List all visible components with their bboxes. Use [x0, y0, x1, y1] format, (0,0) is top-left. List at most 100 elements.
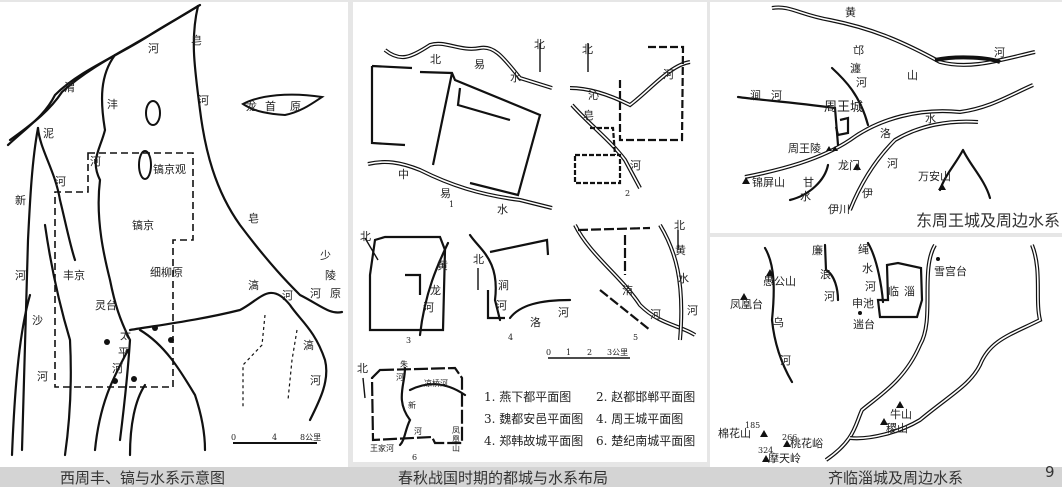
map-label: 涧	[750, 89, 761, 102]
north-arrow-label: 北	[473, 253, 484, 266]
legend-item: 4. 郑韩故城平面图	[484, 433, 583, 448]
map4-labels: 廉 浪 河 绳 水 河 雪宫台 愚公山 临 淄 凤凰台 申池 遄台 乌 河 牛山…	[718, 242, 967, 465]
legend-item: 4. 周王城平面图	[596, 412, 683, 426]
map-label: 易	[440, 187, 451, 200]
map3-drawing	[736, 5, 1036, 211]
scale-label: 0	[231, 433, 236, 442]
scale-label: 0	[546, 348, 551, 357]
map-label: 北	[430, 53, 441, 66]
legend-item: 1. 燕下都平面图	[484, 390, 571, 404]
map-label: 水	[862, 262, 873, 275]
map-label: 瀍	[850, 61, 861, 75]
map-label: 水	[510, 71, 521, 84]
map-label: 涧	[498, 279, 509, 292]
map-label: 河	[90, 155, 101, 168]
map-label: 易	[474, 58, 485, 71]
north-arrow-label: 北	[674, 219, 685, 232]
map-label: 锦屏山	[752, 175, 785, 189]
map-label: 河	[148, 42, 159, 55]
map-label: 河	[994, 46, 1005, 59]
city-label: 淄	[904, 285, 915, 298]
map-label: 凤凰台	[730, 297, 763, 311]
map1-labels: 皂 河 渭 沣 河 龙 首 原 泥 河 镐京观 河 新 镐京 皂 少 陵 细柳原…	[15, 33, 341, 442]
map-label: 牛山	[890, 407, 912, 421]
map-label: 皂	[248, 211, 259, 225]
map-label: 黄	[675, 243, 686, 257]
map-label: 摩天岭	[768, 451, 801, 465]
scale-label: 8公里	[300, 433, 321, 442]
legend-item: 6. 楚纪南城平面图	[596, 433, 695, 448]
map-label: 河	[15, 269, 26, 282]
map-label: 河	[558, 306, 569, 319]
map-label: 河	[396, 372, 404, 382]
map-label: 原	[290, 100, 301, 113]
map-label: 新	[408, 400, 416, 410]
map-label: 万安山	[918, 169, 951, 183]
map-label: 河	[887, 157, 898, 170]
map-label: 雪宫台	[934, 264, 967, 278]
scale-label: 1	[566, 348, 571, 357]
map-label: 皂	[583, 108, 594, 122]
map-label: 河	[663, 68, 674, 81]
map-label: 凉桥河	[424, 378, 448, 388]
north-arrow-label: 北	[360, 230, 371, 243]
map-label: 桃花峪	[790, 436, 823, 450]
map-label: 滈	[303, 338, 314, 352]
map-number: 3	[406, 336, 411, 345]
map-label: 河	[310, 374, 321, 387]
city-label: 周王城	[824, 100, 863, 115]
city-label: 临	[888, 284, 899, 298]
map-label: 黄	[437, 258, 448, 272]
map-label: 龙	[430, 284, 441, 297]
map-label: 丰京	[63, 268, 85, 282]
map-label: 洛	[530, 315, 541, 329]
map-label: 河	[771, 89, 782, 102]
caption-map1: 西周丰、镐与水系示意图	[60, 469, 225, 487]
map-label: 太	[120, 329, 131, 342]
map3-panel	[710, 2, 1062, 233]
north-arrow-label: 北	[357, 362, 368, 375]
map-label: 稷山	[886, 422, 908, 435]
caption-map3: 东周王城及周边水系	[916, 211, 1060, 230]
map-label: 河	[630, 159, 641, 172]
map-label: 河	[687, 304, 698, 317]
map-label: 凰	[452, 435, 460, 444]
map-label: 邙	[853, 43, 864, 57]
map-label: 渭	[64, 81, 75, 94]
legend-item: 2. 赵都邯郸平面图	[596, 389, 695, 404]
map-label: 原	[330, 287, 341, 300]
map-label: 河	[780, 354, 791, 367]
map-label: 棉花山	[718, 426, 751, 440]
map-number: 1	[449, 200, 454, 209]
map-label: 河	[423, 301, 434, 314]
map-label: 河	[856, 76, 867, 89]
map-label: 伊川	[828, 203, 850, 216]
map-label: 镐京观	[153, 162, 186, 176]
map-label: 水	[925, 112, 936, 125]
map-number: 5	[633, 333, 638, 342]
map-label: 河	[824, 290, 835, 303]
scale-label: 3公里	[607, 348, 628, 357]
map-label: 河	[865, 280, 876, 293]
map-label: 陵	[325, 269, 336, 282]
map-label: 首	[265, 99, 276, 113]
map4-drawing	[740, 241, 1043, 462]
map-number: 2	[625, 189, 630, 198]
map-label: 镐京	[132, 218, 154, 232]
map-label: 新	[15, 193, 26, 207]
map-label: 山	[907, 69, 918, 82]
legend-item: 3. 魏都安邑平面图	[484, 411, 583, 426]
map-label: 周王陵	[788, 142, 821, 155]
map2-labels: 北 易 水 中 易 水 1 北 北 沁 皂 河 河 2 北 黄 龙 河 3 北 …	[357, 38, 698, 462]
map-label: 平	[118, 346, 129, 359]
map-label: 乌	[773, 315, 784, 329]
map-label: 泥	[43, 127, 54, 140]
caption-map4: 齐临淄城及周边水系	[828, 469, 963, 487]
caption-map2: 春秋战国时期的都城与水系布局	[398, 469, 608, 487]
map-number: 4	[508, 333, 513, 342]
map-label: 黄	[845, 5, 856, 19]
north-arrow-label: 北	[582, 43, 593, 56]
map2-panel	[353, 2, 707, 462]
map-label: 愚公山	[763, 275, 796, 288]
